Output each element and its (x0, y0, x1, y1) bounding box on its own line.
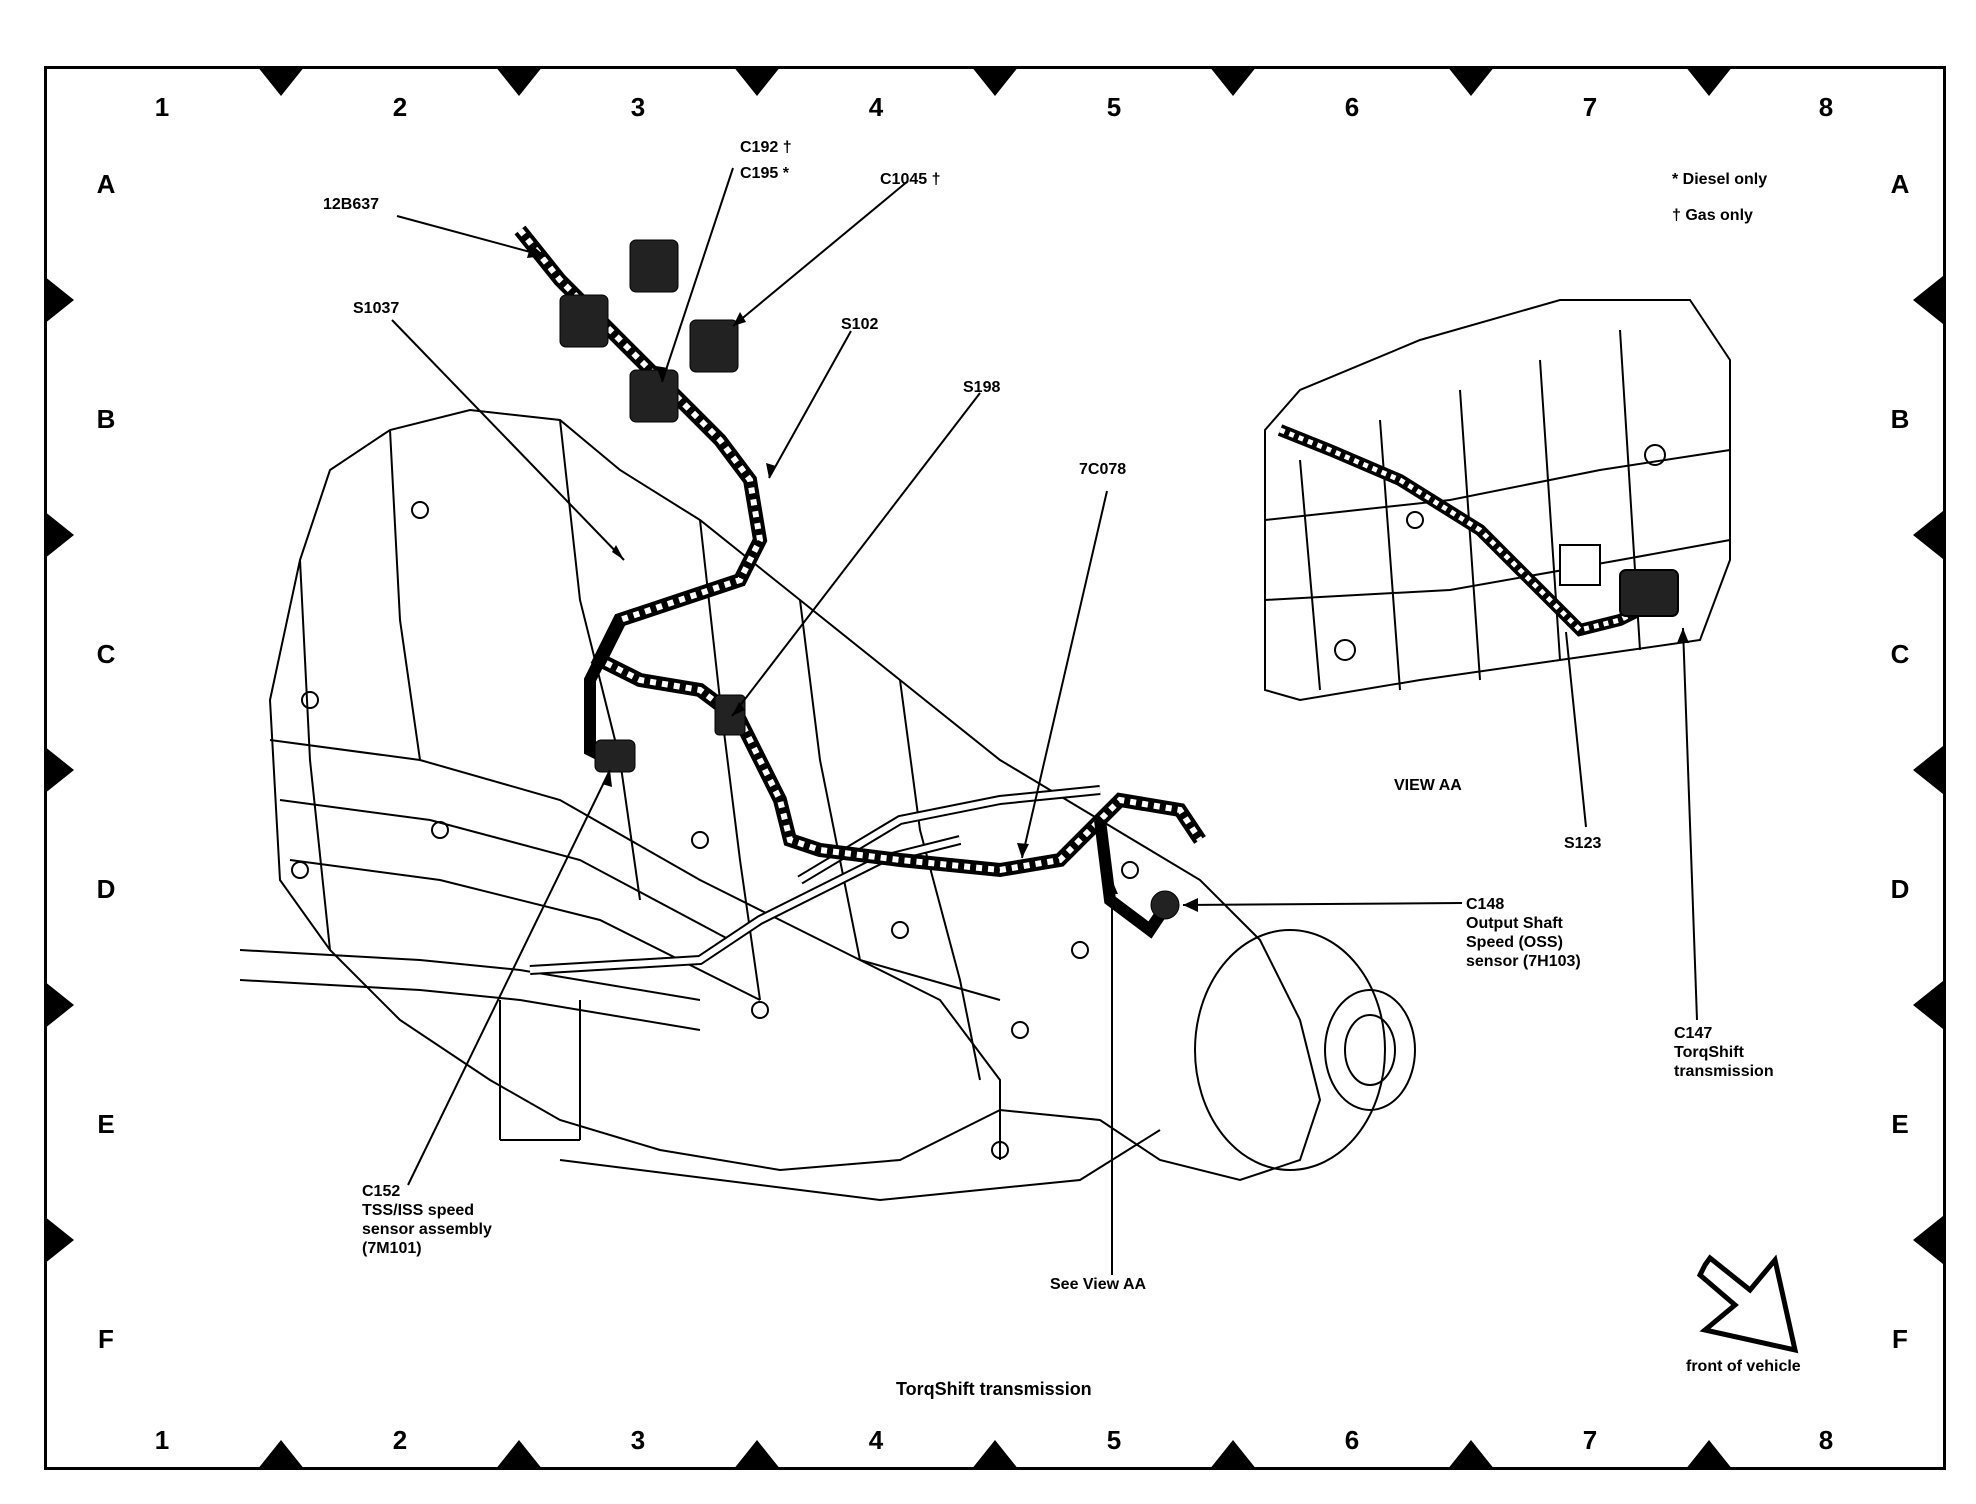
grid-row-right-F: F (1892, 1324, 1908, 1354)
grid-col-top-5: 5 (1106, 92, 1122, 122)
border-marker-bottom (1685, 1440, 1733, 1470)
grid-col-bottom-7: 7 (1582, 1425, 1598, 1455)
grid-col-top-2: 2 (392, 92, 408, 122)
callout-s198: S198 (963, 379, 1001, 396)
grid-row-right-B: B (1890, 404, 1910, 434)
grid-col-top-1: 1 (154, 92, 170, 122)
callout-12b637: 12B637 (323, 196, 380, 213)
grid-row-right-A: A (1890, 169, 1910, 199)
border-marker-right (1913, 511, 1943, 559)
grid-row-left-F: F (98, 1324, 114, 1354)
legend-gas: † Gas only (1672, 207, 1753, 224)
leader-lines (391, 167, 1698, 1275)
border-marker-top (1209, 66, 1257, 96)
border-marker-right (1913, 1216, 1943, 1264)
border-marker-left (44, 511, 74, 559)
callout-c192: C192 † (740, 139, 792, 156)
border-marker-left (44, 1216, 74, 1264)
grid-col-bottom-3: 3 (630, 1425, 646, 1455)
grid-col-bottom-8: 8 (1818, 1425, 1834, 1455)
border-marker-bottom (733, 1440, 781, 1470)
transmission-body (239, 408, 1416, 1202)
grid-row-right-D: D (1890, 874, 1910, 904)
grid-row-left-D: D (96, 874, 116, 904)
callout-s1037: S1037 (353, 300, 400, 317)
grid-row-right-C: C (1890, 639, 1910, 669)
grid-col-top-4: 4 (868, 92, 884, 122)
callout-c152: C152 TSS/ISS speed sensor assembly (7M10… (362, 1183, 492, 1257)
border-marker-bottom (1209, 1440, 1257, 1470)
callout-c195: C195 * (740, 165, 789, 182)
front-of-vehicle-label: front of vehicle (1686, 1358, 1801, 1375)
wiring-harness (514, 225, 1206, 939)
callout-c147: C147 TorqShift transmission (1674, 1025, 1774, 1080)
grid-col-bottom-4: 4 (868, 1425, 884, 1455)
border-marker-top (733, 66, 781, 96)
grid-col-top-8: 8 (1818, 92, 1834, 122)
callout-c1045: C1045 † (880, 171, 941, 188)
grid-row-left-E: E (97, 1109, 115, 1139)
grid-col-bottom-2: 2 (392, 1425, 408, 1455)
view-aa-inset (1264, 299, 1731, 702)
figure-caption: TorqShift transmission (896, 1379, 1092, 1399)
callout-s102: S102 (841, 316, 879, 333)
grid-col-top-3: 3 (630, 92, 646, 122)
grid-col-bottom-5: 5 (1106, 1425, 1122, 1455)
callout-s123: S123 (1564, 835, 1602, 852)
grid-row-left-B: B (96, 404, 116, 434)
border-marker-left (44, 276, 74, 324)
border-marker-right (1913, 746, 1943, 794)
grid-col-bottom-1: 1 (154, 1425, 170, 1455)
leader-arrowheads (527, 244, 1689, 912)
grid-col-top-6: 6 (1344, 92, 1360, 122)
grid-row-right-E: E (1891, 1109, 1909, 1139)
border-marker-right (1913, 981, 1943, 1029)
callout-see-view-aa: See View AA (1050, 1276, 1147, 1293)
border-marker-left (44, 746, 74, 794)
border-marker-bottom (257, 1440, 305, 1470)
label-view-aa: VIEW AA (1394, 777, 1462, 794)
legend-diesel: * Diesel only (1672, 171, 1768, 188)
border-marker-top (1447, 66, 1495, 96)
callout-7c078: 7C078 (1079, 461, 1127, 478)
border-marker-top (495, 66, 543, 96)
grid-row-left-A: A (96, 169, 116, 199)
border-marker-bottom (971, 1440, 1019, 1470)
border-marker-right (1913, 276, 1943, 324)
border-marker-bottom (495, 1440, 543, 1470)
callout-c148: C148 Output Shaft Speed (OSS) sensor (7H… (1466, 896, 1581, 970)
border-marker-left (44, 981, 74, 1029)
connectors (559, 239, 1180, 920)
front-arrow-icon (1696, 1254, 1799, 1354)
grid-col-top-7: 7 (1582, 92, 1598, 122)
border-marker-top (971, 66, 1019, 96)
grid-col-bottom-6: 6 (1344, 1425, 1360, 1455)
border-marker-top (1685, 66, 1733, 96)
border-marker-top (257, 66, 305, 96)
grid-row-left-C: C (96, 639, 116, 669)
border-marker-bottom (1447, 1440, 1495, 1470)
